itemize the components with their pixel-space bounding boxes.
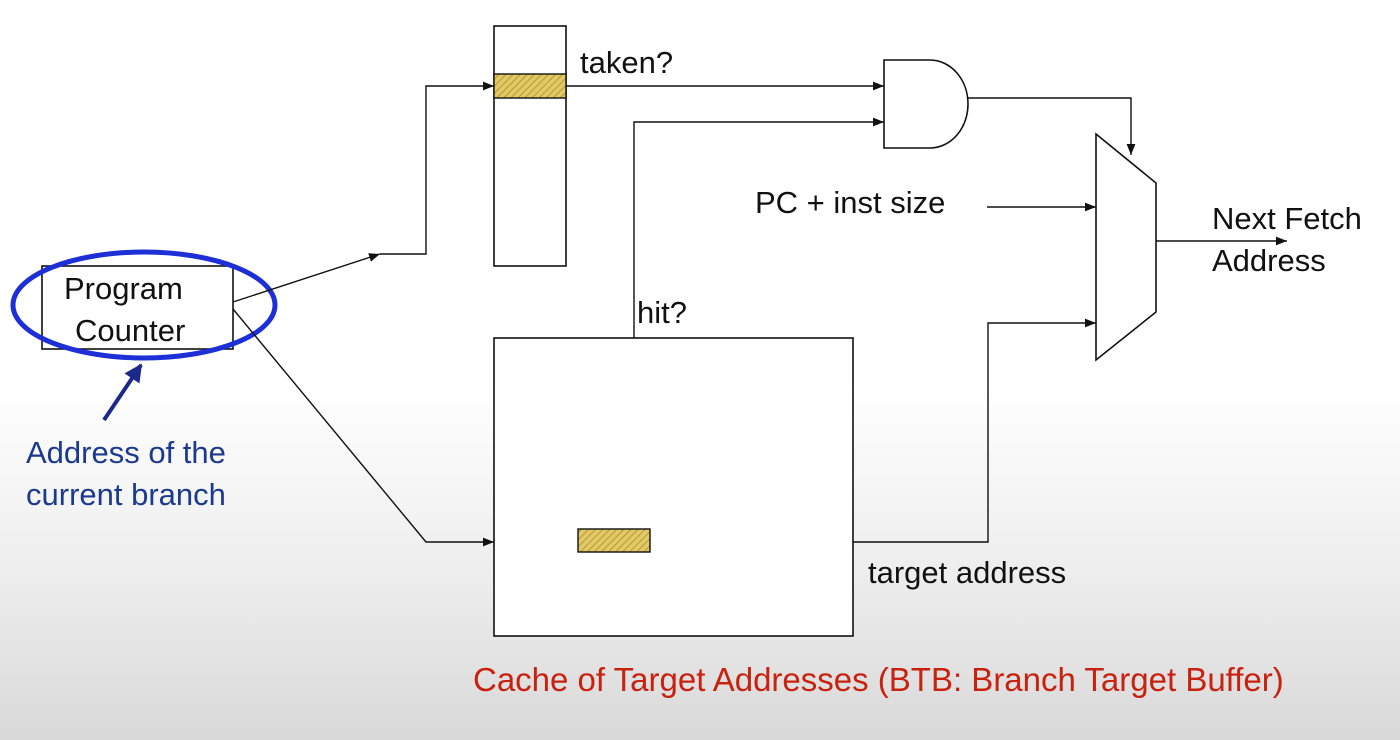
annotation-arrow <box>102 363 143 422</box>
wire-pc-to-predictor-a <box>232 253 381 303</box>
mux <box>1095 132 1157 362</box>
wire-hit <box>633 117 884 338</box>
wire-pc-to-predictor-b <box>380 81 494 255</box>
caption: Cache of Target Addresses (BTB: Branch T… <box>473 661 1284 698</box>
program-counter-box <box>41 265 234 350</box>
program-counter-label-line1: Program <box>64 271 183 306</box>
and-gate <box>883 59 969 149</box>
highlight-ellipse <box>10 249 278 361</box>
predictor-table <box>493 25 567 267</box>
hit-label: hit? <box>637 295 687 330</box>
program-counter-label-line2: Counter <box>75 313 186 348</box>
taken-label: taken? <box>580 45 674 80</box>
btb-entry <box>577 528 651 553</box>
annotation-line2: current branch <box>26 477 226 512</box>
predictor-entry <box>493 73 567 99</box>
annotation-line1: Address of the <box>26 435 226 470</box>
wire-pc-to-btb <box>232 308 494 547</box>
pc-inst-size-label: PC + inst size <box>755 185 946 220</box>
next-fetch-label-line2: Address <box>1212 243 1326 278</box>
target-address-label: target address <box>868 555 1067 590</box>
wire-target-address <box>853 318 1096 543</box>
next-fetch-label-line1: Next Fetch <box>1212 201 1362 236</box>
wire-and-to-mux <box>968 97 1136 155</box>
btb-box <box>493 337 854 637</box>
